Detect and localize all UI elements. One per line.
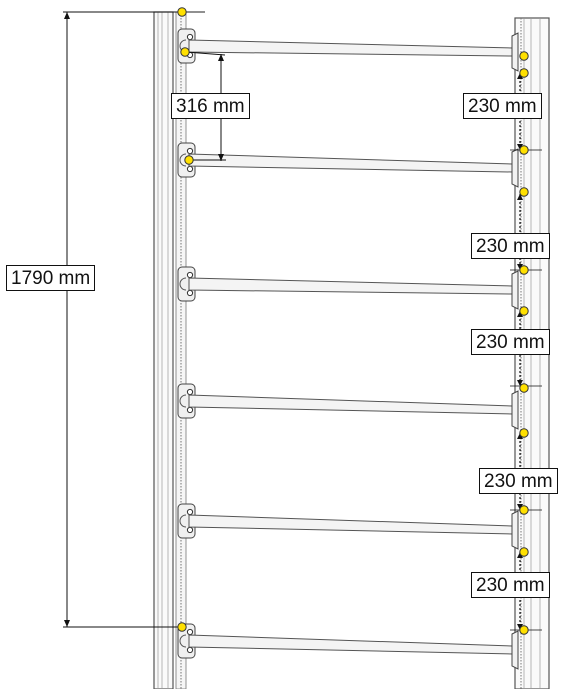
marker-dot — [519, 547, 529, 557]
rung-5 — [177, 503, 519, 550]
bracket-bolt — [186, 508, 194, 516]
marker-dot — [519, 625, 529, 635]
rung-rod — [188, 634, 513, 655]
marker-dot — [519, 145, 529, 155]
arrowhead — [517, 194, 523, 200]
arrowhead — [517, 73, 523, 79]
bracket-bolt — [186, 388, 194, 396]
rod-end — [179, 153, 187, 167]
markers-group — [177, 7, 529, 635]
marker-dot — [519, 505, 529, 515]
rungs-group — [177, 28, 519, 670]
bracket-bolt — [186, 289, 194, 297]
right-bracket — [511, 510, 519, 550]
rung-rod — [188, 277, 513, 295]
rung-1 — [177, 28, 519, 72]
rod-end — [179, 514, 187, 528]
rung-rod — [188, 514, 513, 535]
marker-dot — [519, 68, 529, 78]
bracket-bolt — [186, 628, 194, 636]
left-post — [153, 11, 205, 690]
arrowhead — [64, 12, 70, 19]
rung-2 — [177, 142, 519, 188]
bracket-bolt — [186, 526, 194, 534]
bracket-bolt — [186, 147, 194, 155]
rod-end — [179, 277, 187, 291]
rod-end — [179, 634, 187, 648]
marker-dot — [519, 306, 529, 316]
marker-dot — [177, 7, 187, 17]
right-bracket — [511, 630, 519, 670]
rod-end — [179, 394, 187, 408]
arrowhead — [64, 620, 70, 627]
right-spacing-label-4: 230 mm — [479, 468, 558, 494]
rung-4 — [177, 383, 519, 430]
arrowhead — [517, 144, 523, 150]
bracket-bolt — [186, 406, 194, 414]
top-spacing-label: 316 mm — [171, 93, 250, 119]
rung-3 — [177, 266, 519, 310]
arrowhead — [218, 154, 224, 161]
right-bracket — [511, 148, 519, 188]
bracket-bolt — [186, 271, 194, 279]
arrowhead — [517, 264, 523, 270]
marker-dot — [519, 51, 529, 61]
total-height-label: 1790 mm — [6, 265, 96, 291]
marker-dot — [184, 155, 194, 165]
right-bracket — [511, 390, 519, 430]
bracket-bolt — [186, 33, 194, 41]
right-spacing-label-2: 230 mm — [471, 233, 550, 259]
arrowhead — [517, 552, 523, 558]
marker-dot — [519, 187, 529, 197]
right-bracket — [511, 32, 519, 72]
right-spacing-label-5: 230 mm — [471, 572, 550, 598]
total-height-dimension — [64, 12, 70, 627]
arrowhead — [517, 504, 523, 510]
bracket-bolt — [186, 646, 194, 654]
rung-rod — [188, 153, 513, 173]
right-bracket — [511, 270, 519, 310]
arrowhead — [517, 311, 523, 317]
marker-dot — [177, 622, 187, 632]
marker-dot — [519, 265, 529, 275]
right-spacing-label-3: 230 mm — [471, 329, 550, 355]
arrowhead — [517, 624, 523, 630]
arrowhead — [517, 380, 523, 386]
marker-dot — [519, 428, 529, 438]
rung-6 — [177, 623, 519, 670]
arrowhead — [218, 54, 224, 61]
bracket-bolt — [186, 165, 194, 173]
arrowhead — [517, 433, 523, 439]
rung-rod — [188, 39, 513, 57]
right-spacing-label-1: 230 mm — [463, 93, 542, 119]
marker-dot — [180, 47, 190, 57]
rung-rod — [188, 394, 513, 415]
extension-line — [185, 51, 226, 56]
marker-dot — [519, 383, 529, 393]
